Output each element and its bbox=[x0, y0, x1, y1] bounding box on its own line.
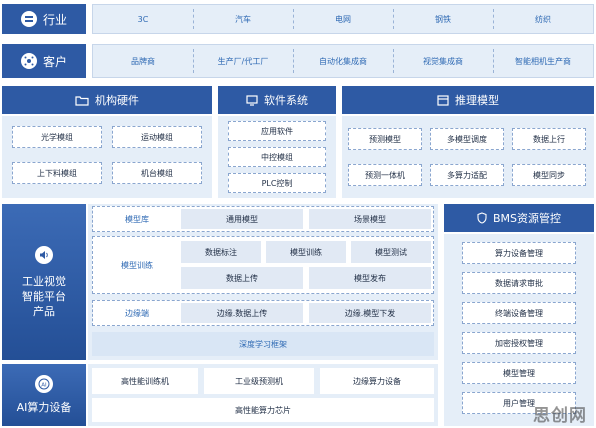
bms-title: BMS资源管控 bbox=[492, 212, 562, 225]
folder-icon bbox=[75, 95, 89, 106]
bms-panel: 算力设备管理 数据请求审批 终端设备管理 加密授权管理 模型管理 用户管理 bbox=[444, 234, 594, 426]
customer-icon bbox=[20, 53, 37, 69]
industry-item: 纺织 bbox=[535, 14, 551, 24]
edge-group: 边缘端 边缘.数据上传 边缘.模型下发 bbox=[92, 300, 434, 326]
ai-device-item: 边缘算力设备 bbox=[320, 368, 434, 394]
svg-text:AI: AI bbox=[41, 382, 47, 388]
edge-label: 边缘端 bbox=[125, 308, 149, 318]
shield-icon bbox=[477, 212, 487, 224]
customer-item: 品牌商 bbox=[131, 56, 155, 66]
inference-item: 模型同步 bbox=[512, 164, 586, 186]
inference-title: 推理模型 bbox=[455, 94, 499, 107]
platform-panel: 模型库 通用模型 场景模型 模型训练 数据标注 模型训练 模型测试 数据上传 模… bbox=[88, 204, 438, 360]
model-library-item: 通用模型 bbox=[181, 209, 303, 229]
model-training-item: 模型训练 bbox=[266, 241, 346, 263]
ai-device-item: 工业级预测机 bbox=[204, 368, 314, 394]
hardware-item: 运动模组 bbox=[112, 126, 202, 148]
bms-item: 终端设备管理 bbox=[462, 302, 576, 324]
bms-item: 数据请求审批 bbox=[462, 272, 576, 294]
industry-label-bar: 行业 bbox=[2, 4, 86, 34]
hardware-item: 机台模组 bbox=[112, 162, 202, 184]
ai-device-label-block: AI AI算力设备 bbox=[2, 364, 86, 426]
ai-device-item: 高性能算力芯片 bbox=[92, 398, 434, 422]
model-training-group: 模型训练 数据标注 模型训练 模型测试 数据上传 模型发布 bbox=[92, 236, 434, 294]
software-panel: 应用软件 中控模组 PLC控制 bbox=[218, 116, 336, 198]
hardware-title: 机构硬件 bbox=[95, 94, 139, 107]
window-icon bbox=[437, 94, 449, 106]
platform-title-line: 智能平台 bbox=[22, 289, 66, 303]
model-library-item: 场景模型 bbox=[309, 209, 431, 229]
edge-item: 边缘.数据上传 bbox=[181, 303, 303, 323]
industry-item: 电网 bbox=[335, 14, 351, 24]
ai-chip-icon: AI bbox=[35, 375, 53, 393]
ai-device-panel: 高性能训练机 工业级预测机 边缘算力设备 高性能算力芯片 bbox=[88, 364, 438, 426]
speaker-icon bbox=[35, 245, 53, 264]
hardware-panel: 光学模组 运动模组 上下料模组 机台模组 bbox=[2, 116, 212, 198]
model-training-item: 模型测试 bbox=[351, 241, 431, 263]
deep-learning-framework: 深度学习框架 bbox=[92, 332, 434, 356]
industry-row: 3C 汽车 电网 钢铁 纺织 bbox=[92, 4, 594, 34]
inference-header: 推理模型 bbox=[342, 86, 594, 114]
customer-item: 智能相机生产商 bbox=[515, 56, 571, 66]
platform-title-line: 工业视觉 bbox=[22, 274, 66, 288]
industry-label: 行业 bbox=[42, 12, 67, 27]
monitor-icon bbox=[246, 94, 258, 106]
watermark: 思创网 bbox=[533, 405, 587, 426]
bms-item: 加密授权管理 bbox=[462, 332, 576, 354]
model-training-item: 数据标注 bbox=[181, 241, 261, 263]
customer-item: 自动化集成商 bbox=[319, 56, 367, 66]
bms-header: BMS资源管控 bbox=[444, 204, 594, 232]
ai-device-item: 高性能训练机 bbox=[92, 368, 198, 394]
inference-item: 多算力适配 bbox=[430, 164, 504, 186]
inference-item: 多模型调度 bbox=[430, 128, 504, 150]
model-training-label: 模型训练 bbox=[121, 260, 153, 270]
inference-item: 预测模型 bbox=[348, 128, 422, 150]
industry-item: 3C bbox=[137, 14, 149, 24]
inference-panel: 预测模型 多模型调度 数据上行 预测一体机 多算力适配 模型同步 bbox=[342, 116, 594, 198]
model-library-group: 模型库 通用模型 场景模型 bbox=[92, 206, 434, 232]
model-library-label: 模型库 bbox=[125, 214, 149, 224]
model-training-item: 数据上传 bbox=[181, 267, 303, 289]
bms-item: 模型管理 bbox=[462, 362, 576, 384]
software-header: 软件系统 bbox=[218, 86, 336, 114]
inference-item: 数据上行 bbox=[512, 128, 586, 150]
platform-label-block: 工业视觉 智能平台 产品 bbox=[2, 204, 86, 360]
edge-item: 边缘.模型下发 bbox=[309, 303, 431, 323]
customer-row: 品牌商 生产厂/代工厂 自动化集成商 视觉集成商 智能相机生产商 bbox=[92, 44, 594, 78]
software-item: 应用软件 bbox=[228, 121, 326, 141]
hardware-item: 光学模组 bbox=[12, 126, 102, 148]
platform-title-line: 产品 bbox=[33, 304, 55, 318]
ai-device-title: AI算力设备 bbox=[16, 401, 72, 414]
industry-item: 汽车 bbox=[235, 14, 251, 24]
bms-item: 算力设备管理 bbox=[462, 242, 576, 264]
customer-label-bar: 客户 bbox=[2, 44, 86, 78]
inference-item: 预测一体机 bbox=[348, 164, 422, 186]
industry-icon bbox=[20, 11, 37, 27]
hardware-item: 上下料模组 bbox=[12, 162, 102, 184]
bms-item: 用户管理 bbox=[462, 392, 576, 414]
model-training-item: 模型发布 bbox=[309, 267, 431, 289]
customer-label: 客户 bbox=[42, 54, 67, 69]
software-title: 软件系统 bbox=[264, 94, 308, 107]
software-item: PLC控制 bbox=[228, 173, 326, 193]
customer-item: 视觉集成商 bbox=[423, 56, 463, 66]
hardware-header: 机构硬件 bbox=[2, 86, 212, 114]
customer-item: 生产厂/代工厂 bbox=[217, 56, 269, 66]
industry-item: 钢铁 bbox=[435, 14, 451, 24]
software-item: 中控模组 bbox=[228, 147, 326, 167]
